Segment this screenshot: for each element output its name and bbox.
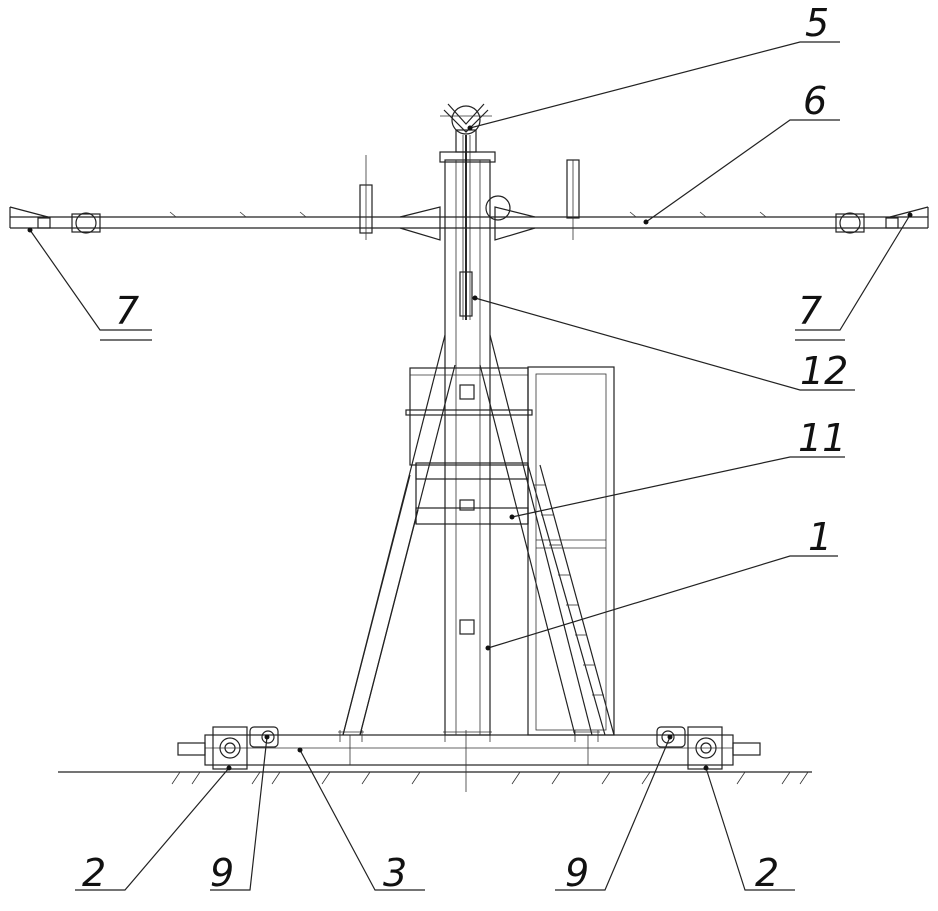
ground <box>58 771 812 785</box>
wheel-left <box>212 726 279 770</box>
a-frame <box>342 334 593 736</box>
callout-11: 11 <box>798 416 846 460</box>
ladder <box>527 464 615 736</box>
top-head <box>440 103 492 153</box>
cabinet <box>527 366 615 736</box>
callout-12: 12 <box>800 349 848 393</box>
callout-1: 1 <box>808 515 832 559</box>
callout-9-left: 9 <box>210 851 234 895</box>
callout-5: 5 <box>805 1 829 45</box>
callout-2-left: 2 <box>82 851 106 895</box>
leaders <box>29 41 911 891</box>
callout-9-right: 9 <box>565 851 589 895</box>
callout-7-left: 7 <box>115 289 139 333</box>
column <box>439 135 496 736</box>
beam <box>9 155 929 241</box>
callout-6: 6 <box>803 79 827 123</box>
base-frame <box>177 730 761 792</box>
callout-2-right: 2 <box>755 851 779 895</box>
platform <box>405 367 533 525</box>
leader-dots <box>27 125 913 771</box>
callout-3: 3 <box>383 851 407 895</box>
callout-7-right: 7 <box>798 289 822 333</box>
